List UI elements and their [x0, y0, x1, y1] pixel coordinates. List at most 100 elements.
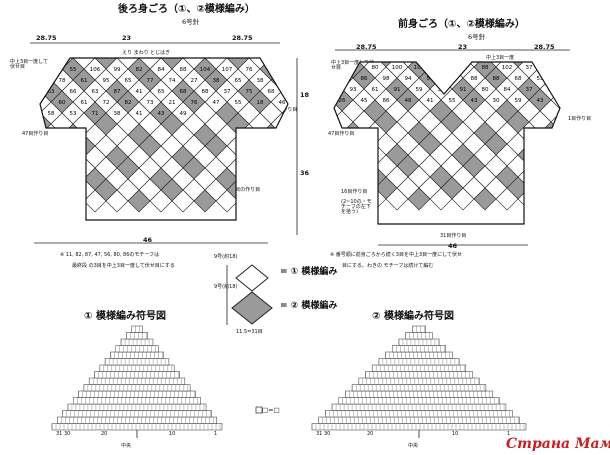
chart1-row — [78, 390, 196, 398]
front-motif — [518, 34, 540, 56]
front-motif — [298, 122, 320, 144]
front-motif — [528, 132, 552, 156]
back-motif — [61, 58, 85, 59]
front-motif — [341, 143, 365, 167]
back-motif — [259, 145, 283, 169]
front-motif — [287, 111, 309, 133]
back-motif — [281, 58, 288, 59]
back-motif-number: 21 — [169, 100, 176, 106]
back-motif — [315, 179, 337, 201]
front-motif — [451, 187, 475, 211]
back-motif — [193, 189, 217, 213]
front-motif — [595, 45, 610, 67]
front-motif — [452, 34, 474, 56]
back-motif — [7, 47, 29, 69]
front-motif — [606, 100, 610, 122]
back-motif — [337, 25, 359, 47]
front-motif-number: 90 — [460, 65, 467, 71]
front-motif — [334, 62, 354, 68]
front-motif — [298, 144, 320, 166]
front-motif-number: 59 — [515, 98, 522, 104]
back-motif — [0, 58, 18, 80]
front-motif-number: 86 — [361, 76, 368, 82]
back-motif-number: 76 — [246, 67, 253, 73]
back-motif-number: 74 — [169, 78, 176, 84]
back-motif — [40, 58, 41, 59]
back-needle: 6号針 — [182, 18, 200, 26]
back-motif — [7, 179, 29, 201]
back-motif — [304, 168, 326, 190]
front-motif — [298, 188, 320, 210]
back-motif-number: 73 — [147, 100, 154, 106]
front-motif — [550, 176, 560, 200]
front-motif — [298, 56, 320, 78]
front-side-note-2: (2~10の・モチーフの左下を拾う) — [341, 199, 372, 215]
front-motif-number: 31 — [581, 98, 588, 104]
chart1-row — [88, 377, 186, 385]
back-motif — [40, 101, 41, 125]
back-motif — [83, 189, 107, 213]
back-motif — [304, 124, 326, 146]
front-motif — [309, 111, 331, 133]
front-motif-number: 98 — [383, 76, 390, 82]
chart2-row — [412, 325, 426, 333]
back-motif-number: 80 — [290, 67, 297, 73]
front-motif-number: 47 — [438, 65, 445, 71]
front-lattice: 6379801001094790881023757806389984764869… — [287, 23, 610, 211]
back-motif — [227, 25, 249, 47]
back-motif — [293, 179, 315, 201]
back-motif — [40, 145, 63, 169]
site-watermark: Страна Мам — [506, 436, 610, 452]
back-lattice: 2255106998284881041077641801058010486786… — [0, 25, 392, 213]
front-motif-number: 26 — [339, 98, 346, 104]
back-dim-bottom: 46 — [143, 236, 153, 244]
back-motif-number: 77 — [147, 78, 154, 84]
chart1-grid — [51, 325, 223, 431]
legend-width-note: 11.5=31目 — [236, 329, 263, 335]
chart2-axis-4: 1 — [507, 431, 511, 437]
front-motif — [334, 77, 343, 101]
back-motif — [370, 36, 392, 58]
legend-diamond-white — [235, 264, 269, 292]
back-motif-number: 63 — [92, 89, 99, 95]
back-motif — [259, 167, 283, 191]
back-motif — [105, 58, 129, 59]
back-motif — [326, 190, 348, 212]
back-motif — [161, 25, 183, 47]
front-motif — [539, 165, 560, 189]
front-motif-number: 37 — [526, 87, 533, 93]
back-motif-number: 22 — [48, 67, 55, 73]
chart2-center-label: 中央 — [408, 443, 419, 449]
back-motif-number: 65 — [235, 78, 242, 84]
front-motif — [550, 132, 560, 156]
back-motif-number: 38 — [213, 78, 220, 84]
front-motif-number: 30 — [493, 98, 500, 104]
front-motif-number: 87 — [559, 76, 566, 82]
front-motif — [573, 45, 595, 67]
front-motif — [550, 62, 560, 68]
front-motif-number: 43 — [471, 98, 478, 104]
back-motif — [326, 146, 348, 168]
back-motif — [348, 36, 370, 58]
front-motif — [334, 143, 343, 167]
front-motif-number: 55 — [449, 98, 456, 104]
front-motif — [309, 67, 331, 89]
front-motif — [550, 66, 560, 90]
back-motif-number: 18 — [257, 100, 264, 106]
back-motif — [40, 156, 52, 180]
front-motif — [352, 176, 376, 200]
chart2-axis-2: 20 — [367, 431, 374, 437]
back-motif — [270, 156, 288, 180]
back-motif-number: 55 — [70, 67, 77, 73]
front-motif-number: 84 — [504, 87, 511, 93]
front-motif-number: 37 — [526, 65, 533, 71]
front-motif — [606, 34, 610, 56]
back-motif — [73, 25, 95, 47]
back-motif — [149, 189, 173, 213]
front-motif — [562, 100, 584, 122]
front-motif — [584, 100, 606, 122]
back-motif — [40, 145, 41, 169]
back-motif — [95, 25, 117, 47]
front-motif — [485, 23, 507, 45]
